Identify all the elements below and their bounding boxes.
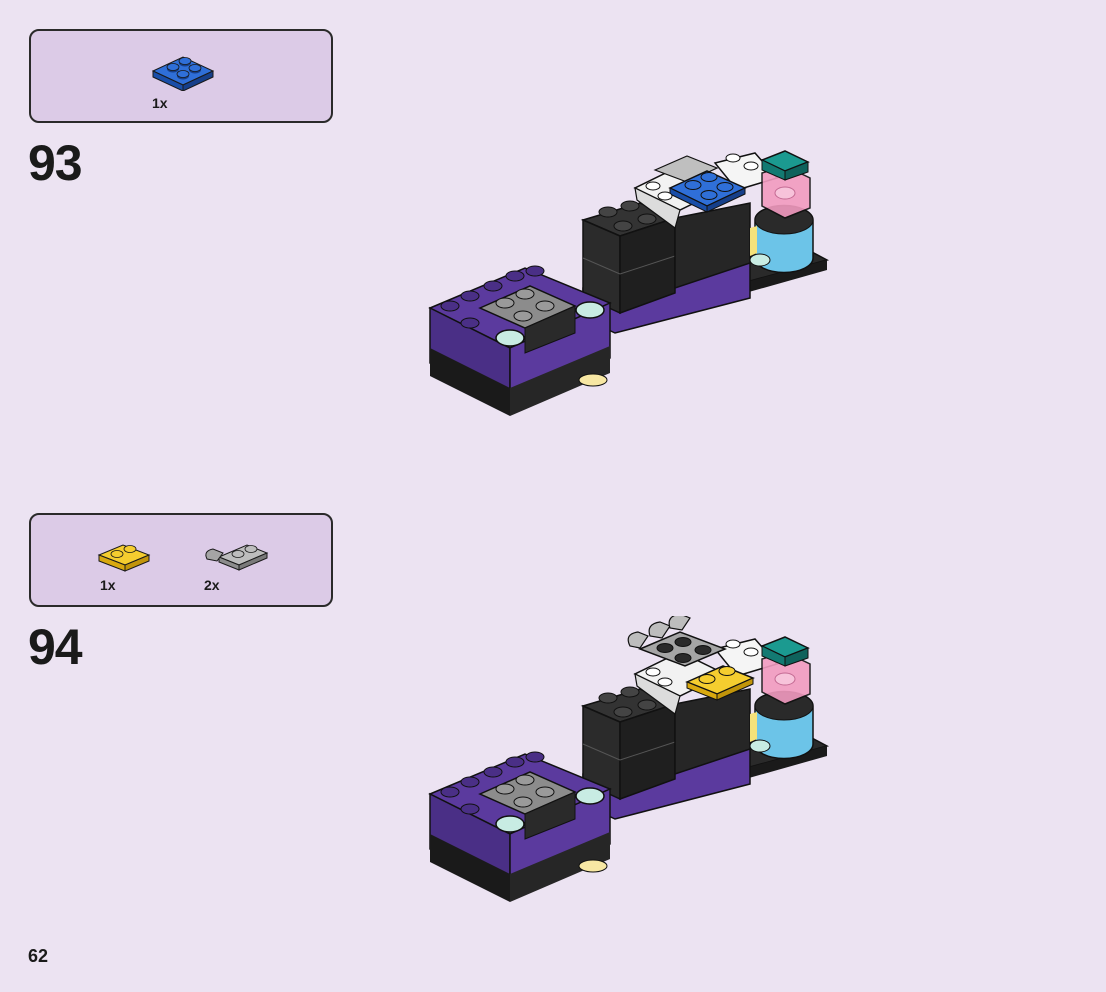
blue-2x2-plate-icon [151, 49, 215, 91]
gray-plate-with-clip-icon [203, 537, 269, 573]
part-quantity: 2x [204, 577, 220, 593]
part-quantity: 1x [100, 577, 116, 593]
parts-list-box-step-93: 1x [29, 29, 333, 123]
assembly-model-step-94 [425, 616, 835, 911]
part-quantity: 1x [152, 95, 168, 111]
step-number-94: 94 [28, 618, 82, 676]
page-number: 62 [28, 946, 48, 967]
yellow-1x2-plate-icon [97, 537, 153, 573]
step-number-93: 93 [28, 134, 82, 192]
parts-list-box-step-94: 1x 2x [29, 513, 333, 607]
assembly-model-step-93 [425, 148, 835, 423]
